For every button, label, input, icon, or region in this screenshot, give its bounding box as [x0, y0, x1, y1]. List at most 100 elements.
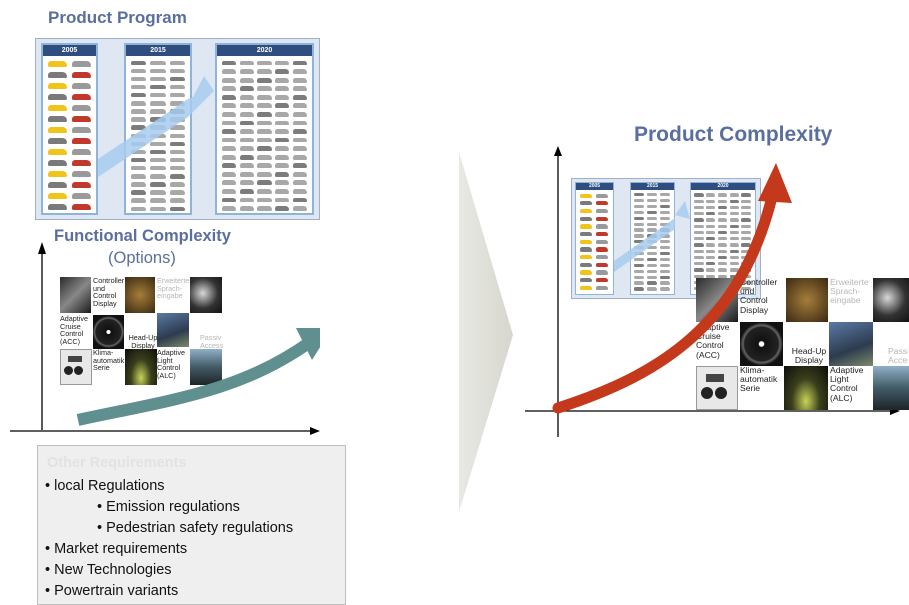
car-icon — [717, 237, 728, 241]
car-icon — [221, 129, 236, 134]
car-icon — [169, 149, 186, 155]
car-icon — [239, 206, 254, 211]
car-icon — [705, 255, 716, 260]
car-icon — [150, 84, 166, 90]
car-icon — [741, 224, 751, 228]
car-icon — [741, 249, 751, 253]
klima-label: Klima-automatik Serie — [93, 348, 125, 373]
car-icon — [659, 193, 670, 197]
car-icon — [169, 93, 186, 98]
car-icon — [717, 243, 728, 247]
car-icon — [646, 263, 658, 267]
car-icon — [130, 206, 147, 211]
car-icon — [71, 171, 91, 178]
car-icon — [595, 255, 609, 260]
car-icon — [71, 105, 91, 112]
alc-label-right: Adaptive Light Control (ALC) — [830, 365, 864, 403]
car-icon — [705, 224, 716, 228]
car-icon — [150, 101, 166, 106]
car-icon — [275, 69, 290, 74]
car-icon — [71, 83, 91, 90]
car-icon — [275, 112, 290, 117]
car-icon — [729, 205, 740, 210]
car-icon — [239, 86, 254, 92]
car-icon — [634, 216, 645, 220]
car-icon — [48, 83, 68, 90]
car-icon — [694, 268, 704, 272]
car-icon — [717, 199, 728, 203]
hud-image — [157, 313, 189, 347]
car-icon — [150, 174, 166, 179]
car-icon — [221, 103, 236, 109]
year-2015-label: 2015 — [126, 45, 190, 56]
car-icon — [741, 199, 751, 203]
car-icon — [275, 171, 290, 177]
car-icon — [659, 222, 670, 226]
other-requirements-box: Other Requirements • local Regulations •… — [37, 445, 346, 605]
car-icon — [239, 103, 254, 109]
car-icon — [705, 268, 716, 272]
small-car-grid-2005 — [578, 192, 610, 292]
car-icon — [221, 180, 236, 186]
car-icon — [169, 76, 186, 82]
car-icon — [717, 212, 728, 216]
car-icon — [257, 189, 272, 194]
small-column-2005: 2005 — [575, 182, 614, 295]
car-icon — [257, 171, 272, 177]
car-icon — [48, 149, 68, 156]
car-icon — [239, 189, 254, 194]
car-icon — [169, 198, 186, 203]
car-icon — [595, 208, 609, 214]
car-icon — [239, 69, 254, 74]
car-icon — [579, 278, 593, 283]
controller-image — [60, 277, 91, 313]
car-icon — [717, 262, 728, 266]
car-icon — [579, 208, 593, 214]
car-icon — [705, 243, 716, 247]
car-icon — [659, 263, 670, 267]
car-icon — [221, 69, 236, 74]
car-icon — [150, 198, 166, 203]
car-icon — [717, 249, 728, 253]
car-icon — [169, 165, 186, 171]
car-icon — [257, 112, 272, 117]
car-icon — [634, 275, 645, 279]
requirement-item: • Emission regulations — [97, 499, 240, 515]
car-icon — [257, 137, 272, 143]
car-icon — [659, 199, 670, 203]
car-icon — [48, 204, 68, 211]
car-icon — [741, 280, 751, 285]
car-icon — [257, 86, 272, 92]
car-icon — [71, 149, 91, 156]
car-icon — [646, 269, 658, 273]
acc-label: Adaptive Cruise Control (ACC) — [60, 314, 88, 346]
car-icon — [130, 198, 147, 203]
car-icon — [169, 182, 186, 187]
car-icon — [239, 180, 254, 186]
car-icon — [741, 205, 751, 210]
car-icon — [659, 287, 670, 291]
requirement-item: • New Technologies — [45, 562, 172, 578]
car-icon — [257, 180, 272, 186]
car-icon — [595, 239, 609, 244]
car-icon — [646, 275, 658, 279]
car-icon — [705, 205, 716, 210]
car-icon — [221, 94, 236, 100]
car-icon — [130, 174, 147, 179]
controller-label: Controller und Control Display — [93, 276, 125, 308]
car-icon — [729, 193, 740, 197]
car-icon — [275, 154, 290, 160]
functional-complexity-title: Functional Complexity — [54, 227, 231, 245]
requirement-item: • Powertrain variants — [45, 583, 179, 599]
car-icon — [275, 163, 290, 169]
car-icon — [71, 193, 91, 200]
car-icon — [48, 193, 68, 200]
car-icon — [659, 246, 670, 250]
klima-image-right — [696, 366, 738, 410]
car-icon — [221, 206, 236, 211]
car-icon — [257, 60, 272, 66]
acc-label-right: Adaptive Cruise Control (ACC) — [696, 322, 730, 360]
car-icon — [130, 60, 147, 66]
car-icon — [579, 247, 593, 252]
car-icon — [634, 222, 645, 226]
